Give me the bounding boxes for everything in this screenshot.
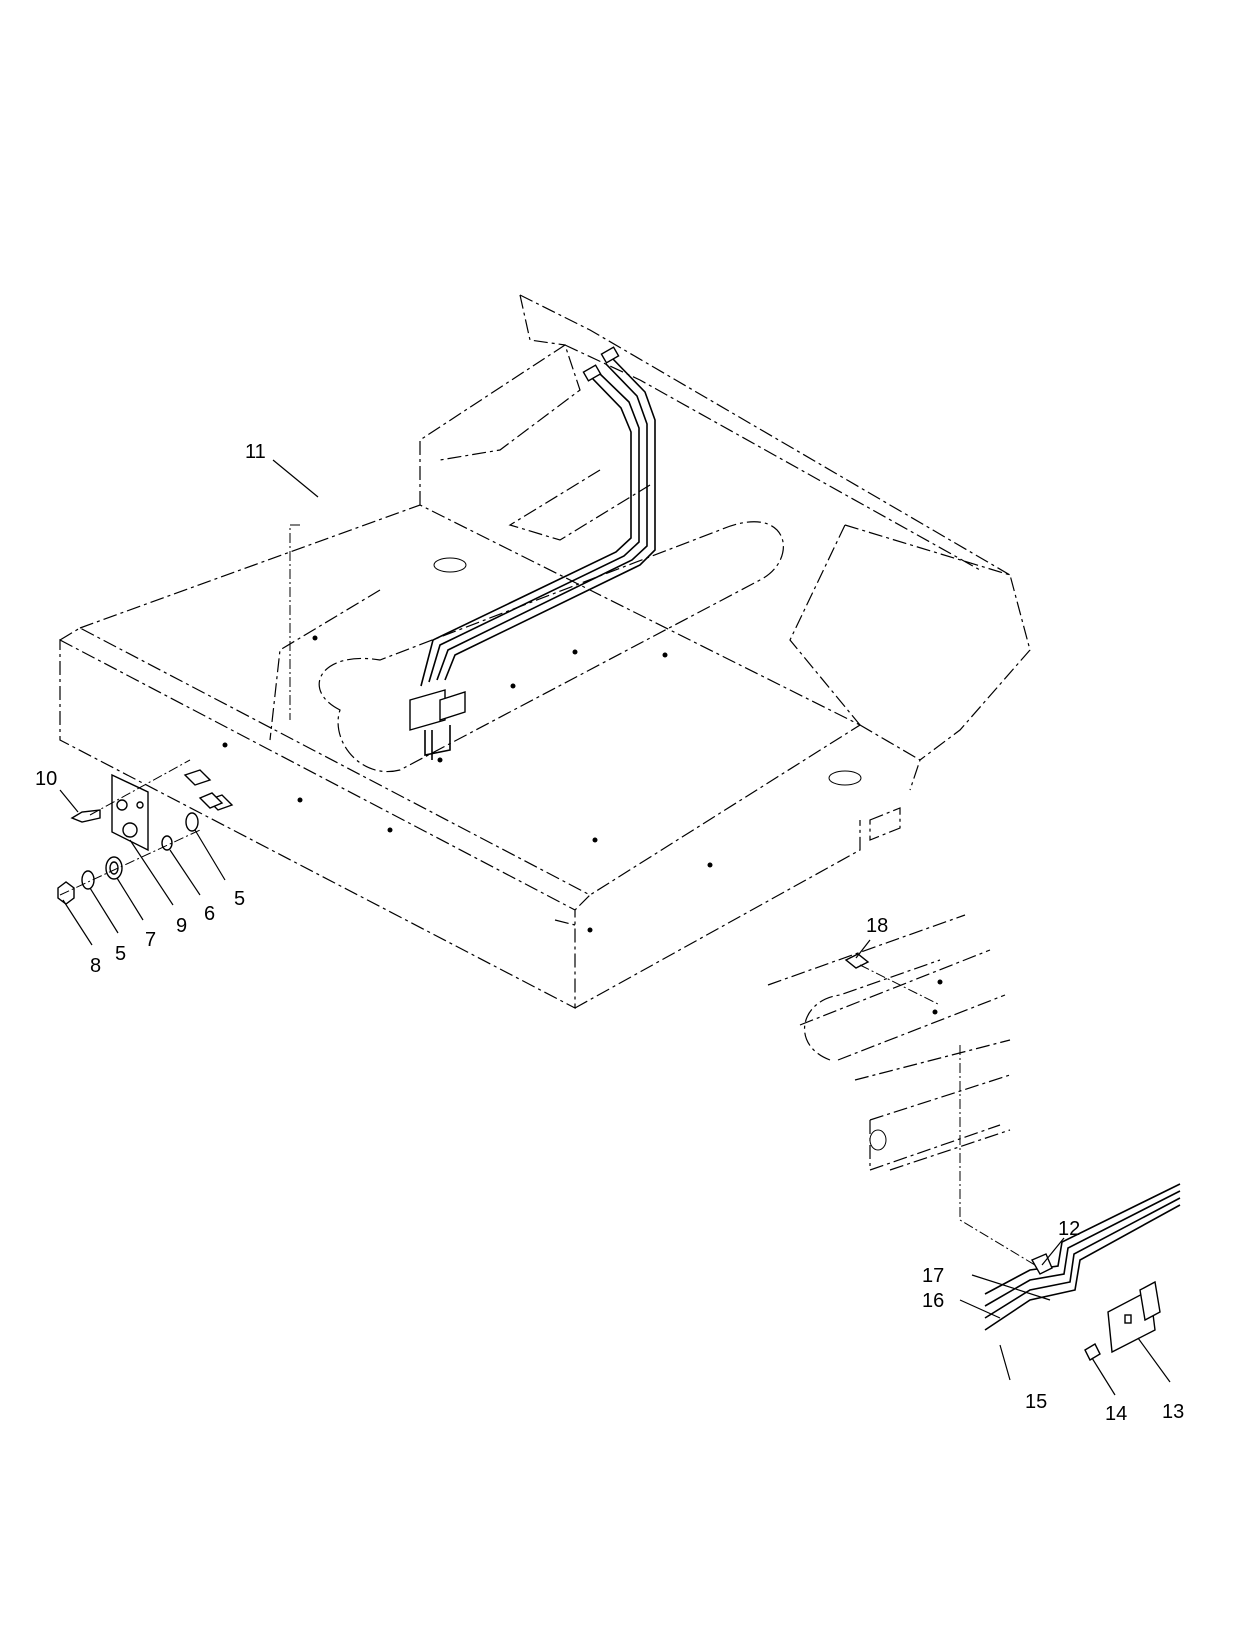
callout-10: 10 xyxy=(35,768,57,790)
hydraulic-tubes xyxy=(409,346,656,760)
callout-16: 16 xyxy=(922,1290,944,1312)
callout-15: 15 xyxy=(1025,1391,1047,1413)
callout-8: 8 xyxy=(90,955,101,977)
callout-5-upper: 5 xyxy=(234,888,245,910)
callout-12: 12 xyxy=(1058,1218,1080,1240)
callout-5-lower: 5 xyxy=(115,943,126,965)
detail-view xyxy=(767,914,1181,1361)
callout-13: 13 xyxy=(1162,1401,1184,1423)
callout-labels: 11 10 5 6 9 7 5 8 18 12 17 16 15 14 13 xyxy=(35,441,1184,1425)
callout-6: 6 xyxy=(204,903,215,925)
callout-14: 14 xyxy=(1105,1403,1127,1425)
bulkhead-hardware xyxy=(57,759,234,905)
chassis-frame xyxy=(59,294,1031,1009)
callout-11: 11 xyxy=(245,441,266,463)
callout-9: 9 xyxy=(176,915,187,937)
callout-18: 18 xyxy=(866,915,888,937)
callout-leaders xyxy=(59,459,1171,1396)
callout-7: 7 xyxy=(145,929,156,951)
callout-17: 17 xyxy=(922,1265,944,1287)
